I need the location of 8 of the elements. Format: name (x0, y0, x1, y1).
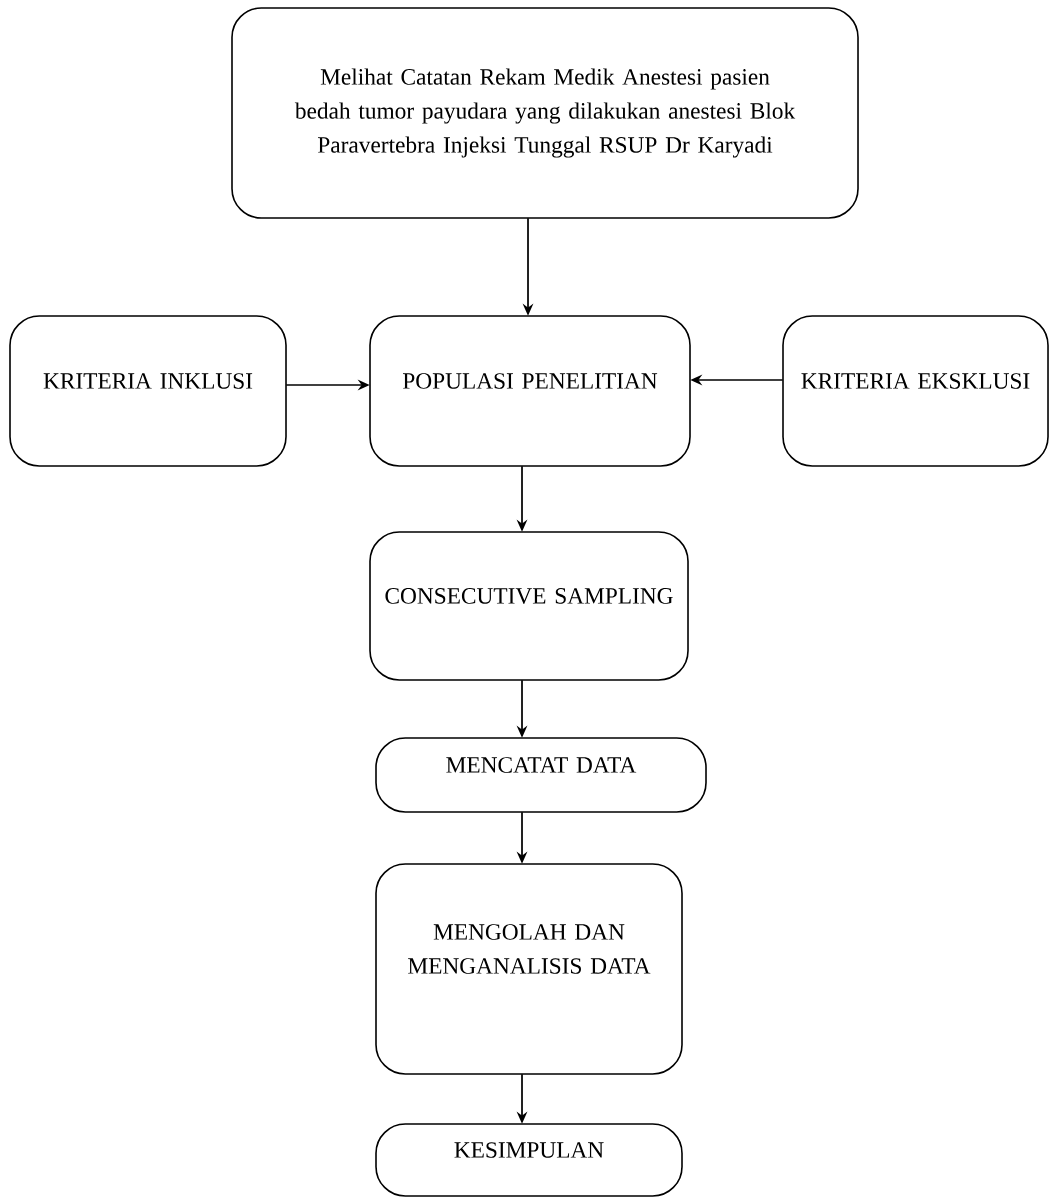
process-box: KRITERIA EKSKLUSI (782, 315, 1049, 467)
process-box: KRITERIA INKLUSI (9, 315, 287, 467)
process-box: MENGOLAH DAN MENGANALISIS DATA (375, 863, 683, 1075)
process-box: POPULASI PENELITIAN (369, 315, 691, 467)
process-box: CONSECUTIVE SAMPLING (369, 531, 689, 681)
process-box: MENCATAT DATA (375, 737, 707, 813)
process-box: Melihat Catatan Rekam Medik Anestesi pasien bedah tumor payudara yang dilakukan anestesi Blok Paravertebra Injeksi Tunggal RSUP Dr Karyadi (231, 7, 859, 219)
process-box: KESIMPULAN (375, 1123, 683, 1197)
